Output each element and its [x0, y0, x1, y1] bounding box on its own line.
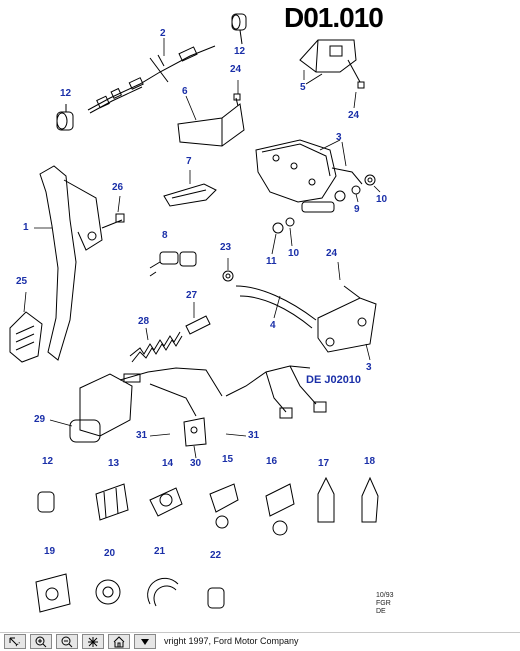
- wiring-harness: [225, 365, 327, 419]
- callout-3-bottom: 3: [366, 362, 372, 373]
- part-3-pedal-bracket: [255, 139, 363, 203]
- callout-14: 14: [162, 458, 174, 469]
- callout-24-right: 24: [348, 110, 360, 121]
- hotspot-button[interactable]: [82, 634, 104, 649]
- callout-12-row: 12: [42, 456, 54, 467]
- part-30-clip: [183, 417, 207, 447]
- part-7-lever: [163, 183, 217, 207]
- select-tool-button[interactable]: [4, 634, 26, 649]
- zoom-out-button[interactable]: [56, 634, 78, 649]
- callout-19: 19: [44, 546, 56, 557]
- part-21-ring: [147, 578, 179, 607]
- leader-lines: [23, 38, 381, 459]
- part-12-bushing-top: [231, 13, 247, 45]
- callout-6: 6: [182, 86, 188, 97]
- home-icon: [113, 636, 125, 648]
- part-25-pedal-pad: [9, 311, 43, 363]
- part-13-clip: [95, 483, 129, 521]
- callout-10-right: 10: [376, 194, 388, 205]
- part-12-grommet: [37, 491, 55, 513]
- callout-17: 17: [318, 458, 330, 469]
- callout-24-top: 24: [230, 64, 242, 75]
- callout-20: 20: [104, 548, 116, 559]
- callout-10-lower: 10: [288, 248, 300, 259]
- part-23-washer: [222, 270, 234, 282]
- part-22-plug: [207, 587, 225, 609]
- part-19-clip: [35, 573, 71, 613]
- callout-3-top: 3: [336, 132, 342, 143]
- callout-31-left: 31: [136, 430, 148, 441]
- part-18-clip: [361, 476, 379, 523]
- callout-11: 11: [266, 256, 277, 267]
- stamp-line: 10/93: [376, 592, 394, 599]
- zoom-in-button[interactable]: [30, 634, 52, 649]
- parts-illustration: [9, 13, 381, 613]
- callout-16: 16: [266, 456, 278, 467]
- part-27-sleeve: [185, 315, 211, 335]
- callout-12-left: 12: [60, 88, 72, 99]
- copyright-text: vright 1997, Ford Motor Company: [164, 636, 299, 646]
- callout-4: 4: [270, 320, 276, 331]
- part-8-switch: [149, 251, 197, 277]
- callout-30: 30: [190, 458, 202, 469]
- triangle-down-icon: [141, 639, 149, 645]
- part-20-clip: [95, 579, 121, 605]
- zoom-out-icon: [61, 636, 73, 648]
- callout-28: 28: [138, 316, 150, 327]
- callout-2: 2: [160, 28, 166, 39]
- callout-1: 1: [23, 222, 29, 233]
- part-5-bracket: [299, 39, 365, 89]
- part-16-clip: [265, 483, 295, 536]
- callout-26: 26: [112, 182, 124, 193]
- callout-9: 9: [354, 204, 360, 215]
- part-14-clip: [149, 487, 183, 517]
- part-3-lower-bracket: [317, 285, 377, 353]
- callout-8: 8: [162, 230, 168, 241]
- callout-5: 5: [300, 82, 306, 93]
- callout-13: 13: [108, 458, 120, 469]
- callout-15: 15: [222, 454, 234, 465]
- viewer-toolbar: vright 1997, Ford Motor Company: [0, 632, 520, 651]
- stamp-line: DE: [376, 608, 386, 615]
- part-4-hose: [235, 285, 317, 329]
- part-12-bushing-left: [56, 104, 74, 131]
- parts-diagram: D01.010: [9, 2, 394, 616]
- part-29-cylinder: [69, 367, 223, 443]
- part-2-cable: [87, 45, 216, 114]
- part-17-clip: [317, 476, 335, 523]
- zoom-in-icon: [35, 636, 47, 648]
- callout-21: 21: [154, 546, 166, 557]
- home-button[interactable]: [108, 634, 130, 649]
- callout-25: 25: [16, 276, 28, 287]
- part-1-pedal: [39, 165, 125, 361]
- part-6-plate: [177, 93, 245, 147]
- arrow-select-icon: [9, 637, 21, 647]
- stamp-line: FGR: [376, 600, 391, 607]
- part-9-10-11-hardware: [272, 174, 376, 234]
- callout-31-right: 31: [248, 430, 260, 441]
- callout-12-top: 12: [234, 46, 246, 57]
- callout-27: 27: [186, 290, 198, 301]
- diagram-code: D01.010: [284, 2, 384, 33]
- callout-22: 22: [210, 550, 222, 561]
- menu-button[interactable]: [134, 634, 156, 649]
- part-28-spring: [129, 331, 183, 363]
- reference-label: DE J02010: [306, 374, 362, 386]
- part-15-clip: [209, 483, 239, 529]
- callout-29: 29: [34, 414, 46, 425]
- callout-7: 7: [186, 156, 192, 167]
- callout-24-mid: 24: [326, 248, 338, 259]
- revision-stamp: 10/93 FGR DE: [376, 592, 394, 616]
- callout-18: 18: [364, 456, 376, 467]
- sparkle-icon: [88, 637, 98, 647]
- callout-23: 23: [220, 242, 232, 253]
